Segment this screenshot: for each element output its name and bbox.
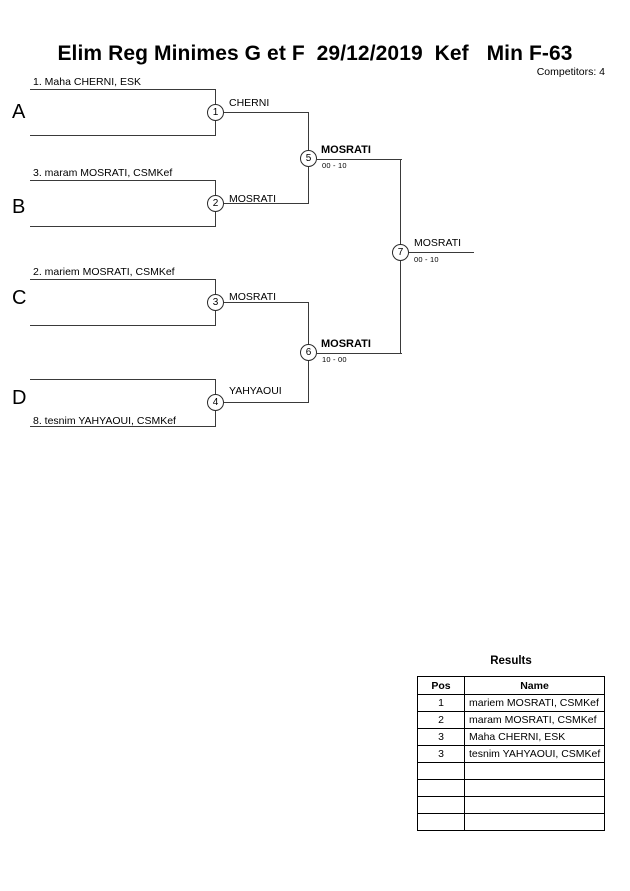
result-name: tesnim YAHYAOUI, CSMKef [464,745,605,763]
match-score-5: 00 - 10 [322,161,347,170]
bracket-line-b-top [30,180,216,181]
group-letter-b: B [12,196,26,218]
match-winner-2: MOSRATI [229,193,277,205]
match-score-6: 10 - 00 [322,355,347,364]
group-letter-d: D [12,387,27,409]
result-name [464,779,605,797]
table-row [417,813,605,831]
page-title: Elim Reg Minimes G et F 29/12/2019 Kef M… [57,42,573,65]
match-circle-4[interactable]: 4 [207,394,224,411]
table-row: 3 Maha CHERNI, ESK [417,728,605,746]
entrant-a1: 1. Maha CHERNI, ESK [33,76,141,88]
bracket-line-c-top [30,279,216,280]
results-table: Pos Name 1 mariem MOSRATI, CSMKef 2 mara… [417,676,605,831]
table-row [417,796,605,814]
match-score-7: 00 - 10 [414,255,439,264]
table-row: 1 mariem MOSRATI, CSMKef [417,694,605,712]
advance-line-6 [317,353,402,354]
entrant-b1: 3. maram MOSRATI, CSMKef [33,167,173,179]
bracket-line-a-top [30,89,216,90]
result-name: Maha CHERNI, ESK [464,728,605,746]
table-row [417,779,605,797]
match-winner-1: CHERNI [229,97,270,109]
table-row [417,762,605,780]
advance-line-2 [224,203,309,204]
bracket-line-c-bottom [30,325,216,326]
result-pos [417,796,465,814]
bracket-line-d-top [30,379,216,380]
advance-line-3 [224,302,309,303]
result-name [464,813,605,831]
match-winner-5: MOSRATI [321,144,371,156]
group-letter-c: C [12,287,27,309]
match-winner-4: YAHYAOUI [229,385,282,397]
result-pos: 3 [417,728,465,746]
entrant-d1: 8. tesnim YAHYAOUI, CSMKef [33,415,176,427]
match-winner-7: MOSRATI [414,237,462,249]
group-letter-a: A [12,101,26,123]
table-row: 2 maram MOSRATI, CSMKef [417,711,605,729]
result-name [464,796,605,814]
result-pos: 3 [417,745,465,763]
advance-line-1 [224,112,309,113]
match-circle-5[interactable]: 5 [300,150,317,167]
entrant-c1: 2. mariem MOSRATI, CSMKef [33,266,175,278]
results-col-name: Name [464,676,605,695]
match-winner-6: MOSRATI [321,338,371,350]
match-circle-1[interactable]: 1 [207,104,224,121]
results-header-row: Pos Name [417,676,605,695]
result-name: maram MOSRATI, CSMKef [464,711,605,729]
competitors-count: Competitors: 4 [536,66,605,78]
result-pos: 1 [417,694,465,712]
bracket-line-d-bottom [30,426,216,427]
bracket-line-b-bottom [30,226,216,227]
match-circle-7[interactable]: 7 [392,244,409,261]
match-winner-3: MOSRATI [229,291,277,303]
match-circle-2[interactable]: 2 [207,195,224,212]
results-title: Results [490,655,532,667]
result-name [464,762,605,780]
advance-line-7 [409,252,474,253]
result-pos [417,762,465,780]
advance-line-5 [317,159,402,160]
results-col-pos: Pos [417,676,465,695]
advance-line-4 [224,402,309,403]
bracket-line-a-bottom [30,135,216,136]
result-pos [417,813,465,831]
result-pos: 2 [417,711,465,729]
match-circle-3[interactable]: 3 [207,294,224,311]
result-pos [417,779,465,797]
table-row: 3 tesnim YAHYAOUI, CSMKef [417,745,605,763]
results-body: 1 mariem MOSRATI, CSMKef 2 maram MOSRATI… [417,694,605,831]
result-name: mariem MOSRATI, CSMKef [464,694,605,712]
match-circle-6[interactable]: 6 [300,344,317,361]
